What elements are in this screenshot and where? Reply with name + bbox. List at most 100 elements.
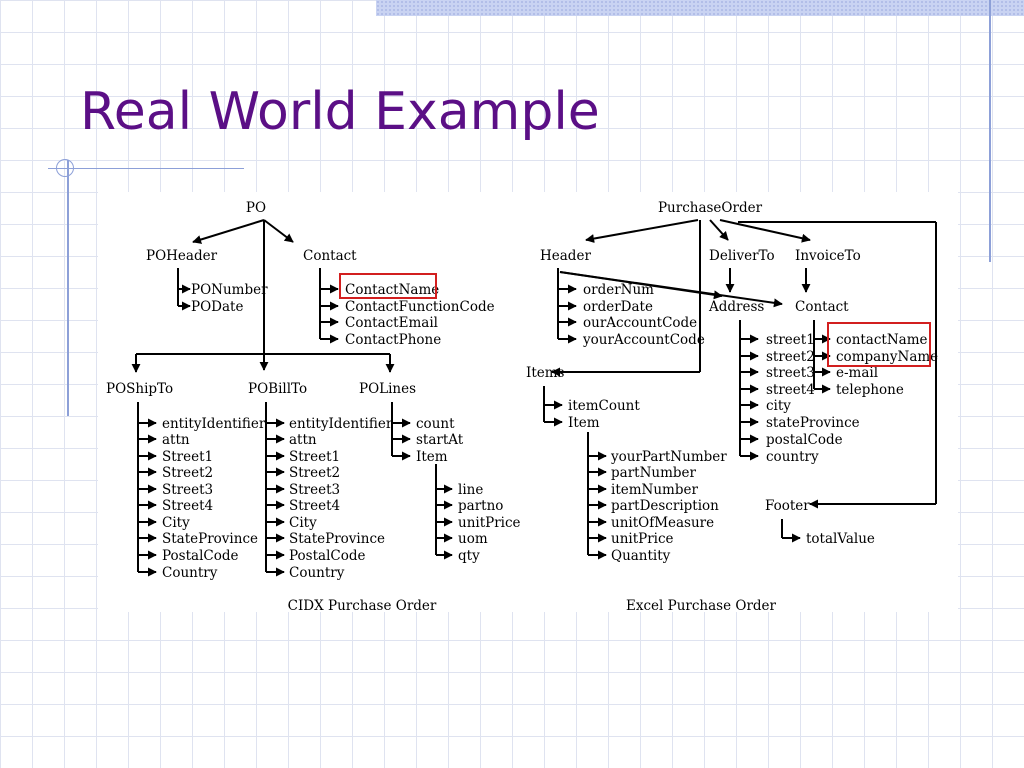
cidx-item-child: partno (458, 498, 503, 514)
cidx-billto-field: Country (289, 565, 345, 581)
cidx-billto-field: City (289, 515, 317, 531)
excel-items: Items (526, 365, 565, 381)
excel-item-child: unitOfMeasure (611, 515, 714, 531)
cidx-poshipto: POShipTo (106, 381, 173, 397)
cidx-billto-field: Street1 (289, 449, 340, 465)
cidx-polines: POLines (359, 381, 416, 397)
excel-address-child: stateProvince (766, 415, 860, 431)
cidx-contact: Contact (303, 248, 357, 264)
left-decor-line (67, 160, 69, 416)
excel-root: PurchaseOrder (658, 200, 763, 216)
excel-address-child: street4 (766, 382, 815, 398)
excel-address-child: street1 (766, 332, 815, 348)
cidx-contact-connectors (319, 268, 339, 344)
excel-header: Header (540, 248, 591, 264)
excel-address-child: postalCode (766, 432, 843, 448)
cidx-billto-field: Street4 (289, 498, 340, 514)
title-underline (48, 168, 244, 169)
title-circle-mark (56, 159, 74, 177)
cidx-billto-field: StateProvince (289, 531, 385, 547)
excel-items-child: itemCount (568, 398, 640, 414)
cidx-polines-connectors (391, 402, 453, 560)
excel-cross-connectors (559, 268, 811, 308)
cidx-billto-field: PostalCode (289, 548, 365, 564)
cidx-highlight-box (339, 273, 437, 299)
schema-diagrams: PO POHeader Contact PONumber PODate Co (106, 200, 938, 612)
excel-contact-child: e-mail (836, 365, 878, 381)
cidx-polines-child: count (416, 416, 455, 432)
cidx-polines-child: startAt (416, 432, 464, 448)
cidx-shipto-field: Street3 (162, 482, 213, 498)
excel-items-child: Item (568, 415, 600, 431)
cidx-pobillto: POBillTo (248, 381, 307, 397)
cidx-billto-field: Street2 (289, 465, 340, 481)
cidx-billto-field: entityIdentifier (289, 416, 393, 432)
cidx-poheader-connectors (177, 268, 191, 311)
excel-header-child: ourAccountCode (583, 315, 697, 331)
excel-header-child: yourAccountCode (582, 332, 705, 348)
excel-item-child: Quantity (611, 548, 671, 564)
cidx-contactemail: ContactEmail (345, 315, 438, 331)
excel-items-connectors (543, 386, 607, 560)
excel-footer-connectors (781, 519, 801, 543)
excel-footer: Footer (765, 498, 810, 514)
cidx-root-connectors (131, 219, 395, 373)
excel-item-child: partNumber (611, 465, 697, 481)
right-decor-line (989, 0, 991, 262)
excel-address-connectors (739, 320, 759, 461)
cidx-billto-field: attn (289, 432, 317, 448)
cidx-poshipto-connectors (137, 402, 157, 577)
cidx-item-child: qty (458, 548, 480, 564)
excel-item-child: yourPartNumber (610, 449, 727, 465)
cidx-item-child: uom (458, 531, 488, 547)
excel-diagram: PurchaseOrder Header DeliverTo InvoiceTo… (526, 200, 938, 612)
excel-address-child: street2 (766, 349, 815, 365)
cidx-billto-field: Street3 (289, 482, 340, 498)
excel-header-child: orderDate (583, 299, 653, 315)
purchase-order-figure: PO POHeader Contact PONumber PODate Co (98, 192, 958, 612)
cidx-contactname: ContactName (345, 282, 439, 298)
cidx-root: PO (246, 200, 266, 216)
excel-address-child: street3 (766, 365, 815, 381)
excel-highlight-box (827, 322, 931, 367)
cidx-caption: CIDX Purchase Order (288, 598, 437, 612)
excel-address-child: city (766, 398, 791, 414)
excel-contact-child: contactName (836, 332, 928, 348)
excel-item-child: partDescription (611, 498, 719, 514)
excel-caption: Excel Purchase Order (626, 598, 777, 612)
cidx-item-child: line (458, 482, 483, 498)
cidx-poheader: POHeader (146, 248, 218, 264)
cidx-pobillto-connectors (265, 402, 285, 577)
excel-contact-child: telephone (836, 382, 904, 398)
cidx-shipto-field: Country (162, 565, 218, 581)
slide-title: Real World Example (80, 82, 600, 142)
cidx-shipto-field: entityIdentifier (162, 416, 266, 432)
excel-header-child: orderNum (583, 282, 654, 298)
excel-contact: Contact (795, 299, 849, 315)
top-decor-band (376, 0, 1024, 16)
cidx-contactphone: ContactPhone (345, 332, 441, 348)
cidx-diagram: PO POHeader Contact PONumber PODate Co (106, 200, 521, 612)
excel-item-child: unitPrice (611, 531, 674, 547)
excel-contact-child: companyName (836, 349, 938, 365)
cidx-polines-child: Item (416, 449, 448, 465)
cidx-ponumber: PONumber (191, 282, 268, 298)
excel-item-child: itemNumber (611, 482, 698, 498)
cidx-shipto-field: PostalCode (162, 548, 238, 564)
cidx-shipto-field: Street2 (162, 465, 213, 481)
excel-header-connectors (557, 268, 577, 344)
cidx-shipto-field: Street4 (162, 498, 213, 514)
cidx-contactfunctioncode: ContactFunctionCode (345, 299, 495, 315)
excel-invoiceto: InvoiceTo (795, 248, 861, 264)
cidx-shipto-field: StateProvince (162, 531, 258, 547)
excel-deliverto: DeliverTo (709, 248, 775, 264)
cidx-podate: PODate (191, 299, 243, 315)
cidx-item-child: unitPrice (458, 515, 521, 531)
cidx-shipto-field: Street1 (162, 449, 213, 465)
cidx-shipto-field: attn (162, 432, 190, 448)
cidx-shipto-field: City (162, 515, 190, 531)
excel-root-connectors (551, 219, 937, 509)
excel-address: Address (708, 299, 764, 315)
excel-footer-child: totalValue (806, 531, 875, 547)
excel-address-child: country (766, 449, 819, 465)
